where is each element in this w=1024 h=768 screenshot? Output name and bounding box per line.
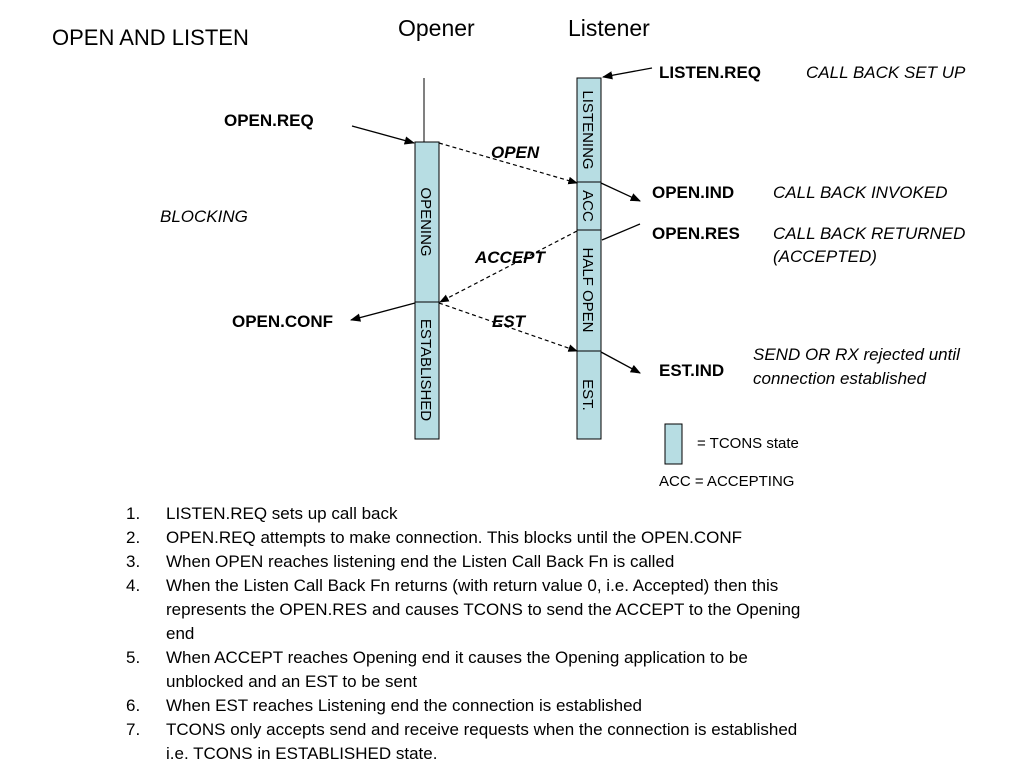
legend-swatch <box>664 423 683 465</box>
call-back-accepted-note: (ACCEPTED) <box>773 247 877 266</box>
note-text: LISTEN.REQ sets up call back <box>166 504 398 523</box>
opening-label: OPENING <box>417 187 434 256</box>
page-title: OPEN AND LISTEN <box>52 25 249 50</box>
note-text: When the Listen Call Back Fn returns (wi… <box>166 576 779 595</box>
note-item: 3. When OPEN reaches listening end the Li… <box>126 550 926 574</box>
note-number: 1. <box>126 504 141 523</box>
opener-state-established <box>414 301 440 440</box>
listener-header: Listener <box>568 15 650 41</box>
est-ind-label: EST.IND <box>659 361 724 380</box>
note-text: When ACCEPT reaches Opening end it cause… <box>166 648 748 667</box>
note-number: 6. <box>126 696 141 715</box>
open-req-arrow <box>351 125 416 145</box>
note-item: 6. When EST reaches Listening end the con… <box>126 694 926 718</box>
open-ind-label: OPEN.IND <box>652 183 734 202</box>
legend-acc-definition: ACC = ACCEPTING <box>659 473 794 490</box>
opener-state-opening <box>414 141 440 303</box>
call-back-invoked-note: CALL BACK INVOKED <box>773 183 947 202</box>
open-ind-arrow <box>600 182 641 202</box>
note-text: OPEN.REQ attempts to make connection. Th… <box>166 528 743 547</box>
blocking-annotation: BLOCKING <box>160 207 248 226</box>
open-req-label: OPEN.REQ <box>224 111 314 130</box>
accept-message-arrow <box>439 230 578 303</box>
note-text: represents the OPEN.RES and causes TCONS… <box>166 600 801 619</box>
note-text: When EST reaches Listening end the conne… <box>166 696 642 715</box>
est-message-label: EST <box>492 312 527 331</box>
note-text: i.e. TCONS in ESTABLISHED state. <box>166 744 438 763</box>
note-text: end <box>166 624 195 643</box>
listening-label: LISTENING <box>579 90 596 169</box>
established-label: ESTABLISHED <box>417 319 434 421</box>
open-message-label: OPEN <box>491 143 540 162</box>
send-rx-note-line2: connection established <box>753 369 927 388</box>
listen-req-label: LISTEN.REQ <box>659 63 761 82</box>
note-item: 7. TCONS only accepts send and receive re… <box>126 718 926 766</box>
note-number: 4. <box>126 576 141 595</box>
legend-tcons-state: = TCONS state <box>697 435 799 452</box>
open-res-label: OPEN.RES <box>652 224 740 243</box>
note-number: 2. <box>126 528 141 547</box>
listen-req-arrow <box>601 67 653 80</box>
notes-list: 1. LISTEN.REQ sets up call back 2. OPEN.REQ… <box>126 502 926 766</box>
listener-state-est <box>576 350 602 440</box>
note-item: 2. OPEN.REQ attempts to make connection. … <box>126 526 926 550</box>
call-back-returned-note: CALL BACK RETURNED <box>773 224 965 243</box>
est-state-label: EST. <box>579 379 596 411</box>
note-text: When OPEN reaches listening end the List… <box>166 552 675 571</box>
note-number: 7. <box>126 720 141 739</box>
open-res-arrow <box>601 223 641 241</box>
note-text: unblocked and an EST to be sent <box>166 672 418 691</box>
open-conf-label: OPEN.CONF <box>232 312 333 331</box>
call-back-set-up-note: CALL BACK SET UP <box>806 63 966 82</box>
note-item: 4. When the Listen Call Back Fn returns (… <box>126 574 926 646</box>
note-item: 1. LISTEN.REQ sets up call back <box>126 502 926 526</box>
note-number: 3. <box>126 552 141 571</box>
opener-header: Opener <box>398 15 475 41</box>
acc-label: ACC <box>579 190 596 222</box>
open-conf-arrow <box>349 302 416 322</box>
note-item: 5. When ACCEPT reaches Opening end it cau… <box>126 646 926 694</box>
est-message-arrow <box>438 302 578 352</box>
accept-message-label: ACCEPT <box>474 248 547 267</box>
note-text: TCONS only accepts send and receive requ… <box>166 720 798 739</box>
open-message-arrow <box>438 142 578 185</box>
note-number: 5. <box>126 648 141 667</box>
send-rx-note-line1: SEND OR RX rejected until <box>753 345 961 364</box>
est-ind-arrow <box>600 351 641 374</box>
half-open-label: HALF OPEN <box>579 247 596 332</box>
